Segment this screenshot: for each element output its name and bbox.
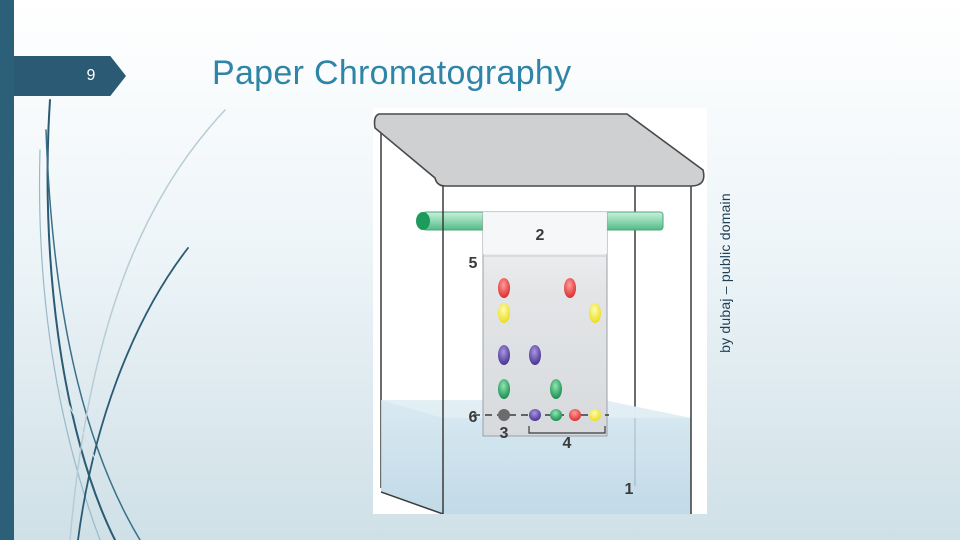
spot-red-1 [498,278,510,298]
label-solvent-front: 5 [469,255,478,272]
spot-green-2 [550,379,562,399]
label-paper: 2 [536,227,545,244]
spot-yellow-2 [589,303,601,323]
developed-spots [498,278,601,399]
spot-blue-1 [498,345,510,365]
slide-title: Paper Chromatography [212,54,572,92]
origin-spot-yellow [589,409,601,421]
slide-number-tab [14,56,126,96]
tank-lid [373,113,705,187]
spot-blue-2 [529,345,541,365]
label-start-line: 6 [469,409,478,426]
tank-front [380,183,692,514]
label-origin-spot: 3 [500,425,509,442]
origin-spot-gray [498,409,510,421]
image-credit-container: by dubaj – public domain [704,108,746,438]
chromatography-paper [482,211,608,437]
origin-spots [498,409,601,421]
mixture-bracket [528,426,606,434]
slide-number: 9 [86,67,96,84]
origin-spot-green [550,409,562,421]
spot-red-2 [564,278,576,298]
left-accent-bar [0,0,14,540]
spot-green-1 [498,379,510,399]
origin-spot-blue [529,409,541,421]
label-mixture-spots: 4 [563,435,572,452]
chromatography-diagram: 2 5 6 3 4 1 [373,108,707,514]
origin-spot-red [569,409,581,421]
spot-yellow-1 [498,303,510,323]
label-tank: 1 [625,481,634,498]
image-credit: by dubaj – public domain [717,193,733,353]
